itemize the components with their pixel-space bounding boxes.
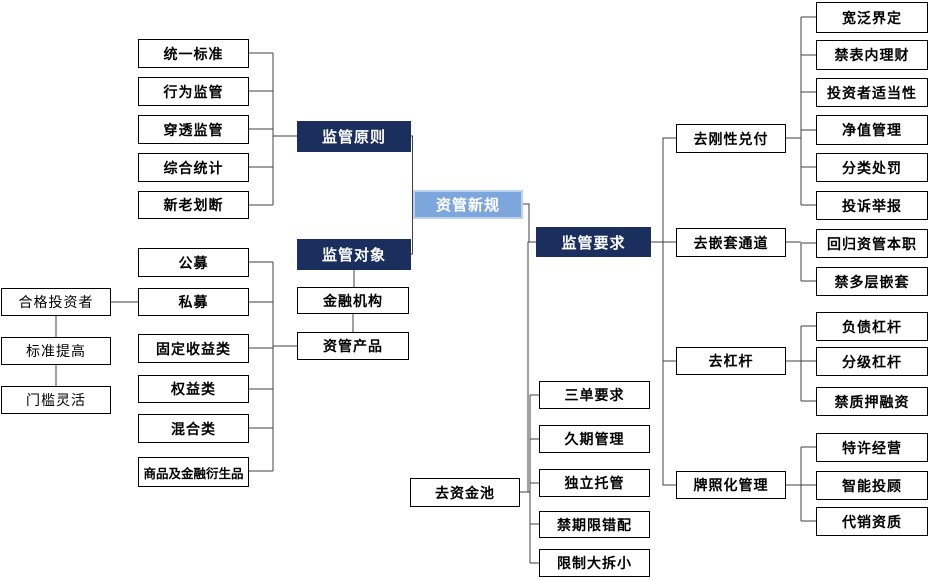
node-ban-pledge-financing: 禁质押融资 [816,387,928,416]
node-duration-management: 久期管理 [539,425,650,453]
node-mixed-type: 混合类 [138,414,249,443]
node-investor-suitability: 投资者适当性 [816,78,928,107]
node-fixed-income-type: 固定收益类 [138,334,249,363]
node-independent-custody: 独立托管 [539,469,650,497]
node-remove-capital-pool: 去资金池 [410,478,520,507]
node-ban-multilayer-nesting: 禁多层嵌套 [816,267,928,296]
node-asset-management-products: 资管产品 [297,332,409,360]
node-franchise-operation: 特许经营 [816,433,928,462]
branch-regulatory-objects: 监管对象 [297,239,411,270]
node-public-offering: 公募 [138,248,249,277]
node-broad-definition: 宽泛界定 [816,2,928,33]
node-ban-maturity-mismatch: 禁期限错配 [539,511,650,538]
node-liability-leverage: 负债杠杆 [816,312,928,341]
node-remove-rigid-payment: 去刚性兑付 [676,124,786,153]
connector [520,241,536,493]
node-financial-institutions: 金融机构 [297,287,409,314]
node-commodity-and-derivatives-type: 商品及金融衍生品 [138,457,249,487]
node-remove-nested-channels: 去嵌套通道 [676,228,786,257]
node-qualified-investor: 合格投资者 [1,288,111,316]
node-complaint-reporting: 投诉举报 [816,191,928,220]
branch-regulatory-requirements: 监管要求 [536,227,651,257]
node-three-separate-requirements: 三单要求 [539,381,650,409]
node-unified-standards: 统一标准 [138,39,249,68]
branch-regulatory-principles: 监管原则 [297,121,411,152]
node-restrict-large-to-small-splitting: 限制大拆小 [539,549,650,577]
connector [651,137,676,243]
node-equity-type: 权益类 [138,375,249,403]
node-lookthrough-regulation: 穿透监管 [138,115,249,144]
root-node-asset-management-new-rules: 资管新规 [413,190,523,219]
connector [523,203,536,243]
node-flexible-threshold: 门槛灵活 [1,386,111,414]
node-deleverage: 去杠杆 [676,347,786,375]
node-conduct-regulation: 行为监管 [138,77,249,106]
node-return-to-asset-management-core: 回归资管本职 [816,229,928,258]
node-robo-advisor: 智能投顾 [816,471,928,500]
node-distribution-qualification: 代销资质 [816,507,928,536]
node-higher-standards: 标准提高 [1,337,111,365]
node-new-old-division: 新老划断 [138,191,249,219]
node-comprehensive-statistics: 综合统计 [138,153,249,182]
node-classified-penalties: 分类处罚 [816,153,928,182]
node-private-offering: 私募 [138,288,249,316]
node-tranche-leverage: 分级杠杆 [816,347,928,376]
node-nav-management: 净值管理 [816,115,928,145]
connector [651,241,676,486]
node-license-based-management: 牌照化管理 [676,471,786,499]
connector [411,203,413,255]
node-ban-on-balance-sheet-wealth-management: 禁表内理财 [816,40,928,70]
